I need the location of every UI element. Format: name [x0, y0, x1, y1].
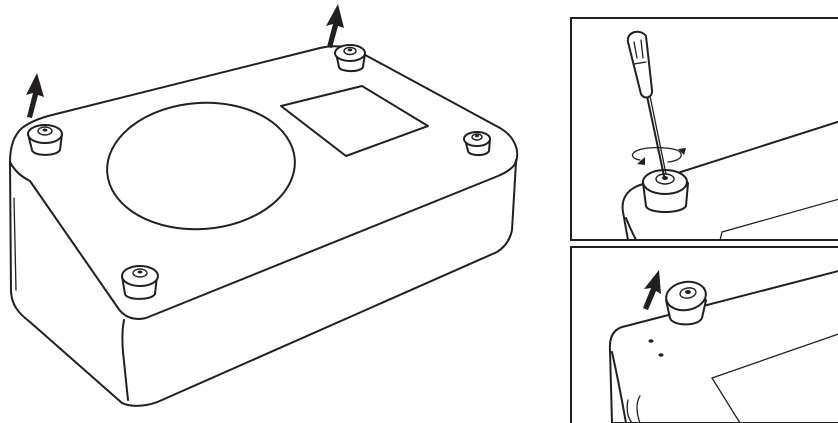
- rubber-foot-icon: [665, 280, 707, 326]
- circular-panel: [106, 101, 296, 231]
- device-front-corner: [121, 319, 129, 401]
- detail-panel-bottom-frame: [570, 246, 838, 423]
- rubber-foot-icon: [121, 265, 159, 300]
- rotate-arrow-icon: [631, 146, 686, 165]
- label-plate: [280, 85, 429, 157]
- detail-panel-bottom: [570, 246, 838, 423]
- device-side-bevel: [13, 197, 17, 291]
- device-silhouette: [9, 45, 519, 407]
- rubber-foot-icon: [27, 124, 63, 156]
- screwdriver-icon: [626, 30, 667, 177]
- device-body: [9, 45, 519, 407]
- screw-hole: [658, 353, 664, 357]
- detail-panel-top: [570, 17, 838, 241]
- up-arrow-icon: [326, 4, 344, 48]
- main-illustration: [9, 4, 519, 407]
- rubber-foot-icon: [334, 44, 366, 73]
- rubber-foot-icon: [463, 131, 491, 157]
- up-arrow-icon: [643, 270, 661, 310]
- device-corner: [608, 270, 838, 423]
- up-arrow-icon: [26, 73, 44, 118]
- rubber-foot-icon: [642, 169, 689, 213]
- device-top-edge: [9, 159, 517, 320]
- screw-hole: [648, 339, 654, 343]
